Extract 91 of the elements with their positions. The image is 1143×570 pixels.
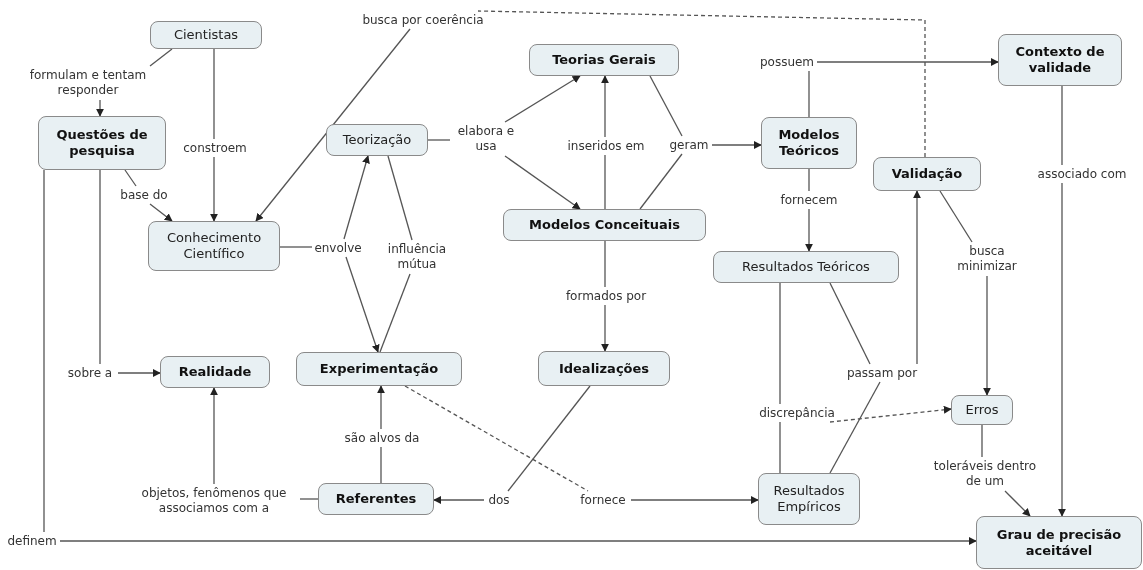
connector-line xyxy=(639,153,683,210)
connector-line xyxy=(299,498,319,500)
connector-line xyxy=(379,273,411,353)
connector-line xyxy=(779,421,781,474)
linking-phrase: geram xyxy=(666,136,712,154)
connector-line xyxy=(604,240,606,288)
concept-box: Teorização xyxy=(326,124,428,156)
arrow xyxy=(117,369,161,377)
linking-phrase: base do xyxy=(115,186,173,204)
connector-line xyxy=(279,246,313,248)
arrow xyxy=(983,275,991,396)
arrow xyxy=(1004,490,1031,517)
arrow xyxy=(504,155,581,210)
concept-box: Erros xyxy=(951,395,1013,425)
linking-phrase: formulam e tentam responder xyxy=(18,66,158,100)
connector-line xyxy=(829,282,871,365)
connector-line xyxy=(427,139,451,141)
arrow xyxy=(601,304,609,352)
connector-line xyxy=(43,169,45,533)
concept-box: Questões de pesquisa xyxy=(38,116,166,170)
linking-phrase: associado com xyxy=(1032,165,1132,183)
connector-line xyxy=(604,154,606,210)
linking-phrase: possuem xyxy=(757,53,817,71)
connector-line xyxy=(387,155,413,241)
connector-line xyxy=(124,169,137,187)
connector-line xyxy=(808,70,810,118)
arrow xyxy=(377,385,385,430)
concept-box: Cientistas xyxy=(150,21,262,49)
linking-phrase: passam por xyxy=(842,364,922,382)
linking-phrase: sobre a xyxy=(62,364,118,382)
arrow xyxy=(630,496,759,504)
concept-box: Resultados Teóricos xyxy=(713,251,899,283)
arrow xyxy=(210,387,218,485)
arrow xyxy=(59,537,977,545)
connector-line xyxy=(99,169,101,365)
arrow xyxy=(805,208,813,252)
connector-line xyxy=(477,10,926,158)
arrow xyxy=(1058,182,1066,517)
arrow xyxy=(913,190,921,365)
connector-line xyxy=(939,190,973,243)
linking-phrase: objetos, fenômenos que associamos com a xyxy=(128,484,300,518)
arrow xyxy=(829,405,952,423)
linking-phrase: elabora e usa xyxy=(450,122,522,156)
linking-phrase: busca minimizar xyxy=(948,242,1026,276)
concept-box: Experimentação xyxy=(296,352,462,386)
linking-phrase: influência mútua xyxy=(382,240,452,274)
connector-line xyxy=(981,424,983,458)
linking-phrase: fornece xyxy=(575,491,631,509)
concept-box: Referentes xyxy=(318,483,434,515)
concept-box: Idealizações xyxy=(538,351,670,386)
arrow xyxy=(149,203,173,222)
linking-phrase: inseridos em xyxy=(563,137,649,155)
arrow xyxy=(96,99,104,117)
linking-phrase: busca por coerência xyxy=(354,11,492,29)
linking-phrase: constroem xyxy=(180,139,250,157)
arrow xyxy=(711,141,762,149)
connector-line xyxy=(829,381,881,474)
connector-line xyxy=(507,385,591,492)
concept-box: Validação xyxy=(873,157,981,191)
concept-box: Realidade xyxy=(160,356,270,388)
arrow xyxy=(210,156,218,222)
concept-box: Modelos Teóricos xyxy=(761,117,857,169)
linking-phrase: discrepância xyxy=(752,404,842,422)
arrow xyxy=(343,155,370,240)
connector-line xyxy=(808,168,810,192)
connector-line xyxy=(779,282,781,405)
linking-phrase: dos xyxy=(484,491,514,509)
concept-box: Teorias Gerais xyxy=(529,44,679,76)
linking-phrase: envolve xyxy=(312,239,364,257)
arrow xyxy=(601,75,609,138)
concept-box: Resultados Empíricos xyxy=(758,473,860,525)
arrow xyxy=(433,496,485,504)
concept-box: Conhecimento Científico xyxy=(148,221,280,271)
arrow xyxy=(345,256,380,353)
linking-phrase: são alvos da xyxy=(340,429,424,447)
connector-line xyxy=(213,48,215,140)
linking-phrase: toleráveis dentro de um xyxy=(930,457,1040,491)
linking-phrase: definem xyxy=(4,532,60,550)
connector-line xyxy=(149,48,173,67)
linking-phrase: fornecem xyxy=(778,191,840,209)
connector-line xyxy=(649,75,683,137)
linking-phrase: formados por xyxy=(560,287,652,305)
arrow xyxy=(504,75,581,123)
arrow xyxy=(255,28,411,222)
concept-box: Contexto de validade xyxy=(998,34,1122,86)
connector-line xyxy=(1061,85,1063,166)
concept-box: Modelos Conceituais xyxy=(503,209,706,241)
connector-line xyxy=(404,385,589,492)
connector-line xyxy=(380,446,382,484)
arrow xyxy=(816,58,999,66)
concept-box: Grau de precisão aceitável xyxy=(976,516,1142,569)
